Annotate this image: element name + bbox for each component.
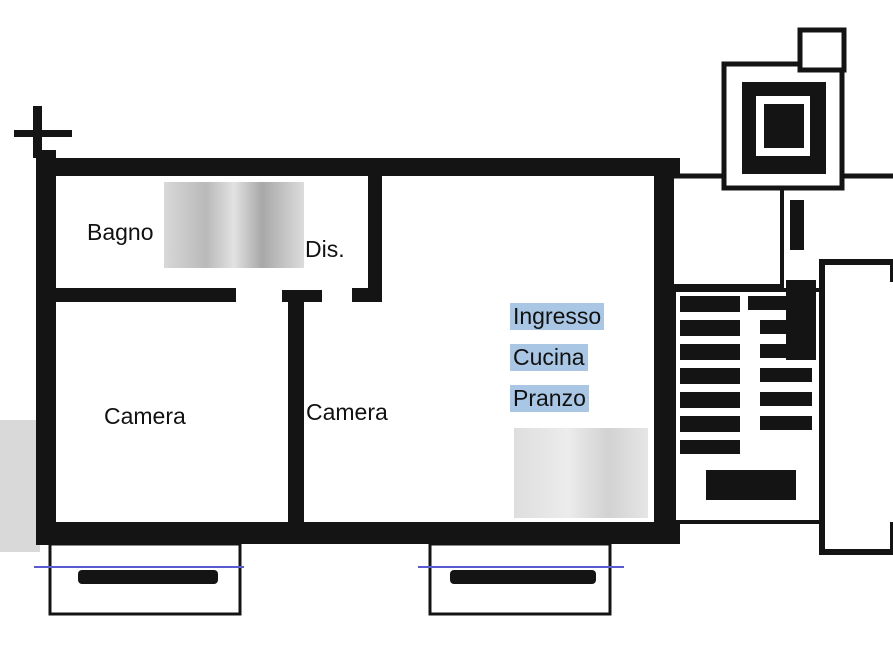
room-label-bagno: Bagno xyxy=(87,219,154,245)
room-label-pranzo-wrap: Pranzo xyxy=(510,385,589,412)
stairwell xyxy=(670,173,893,555)
room-label-ingresso: Ingresso xyxy=(510,303,605,330)
room-label-ingresso-wrap: Ingresso xyxy=(510,303,605,330)
room-label-camera-left: Camera xyxy=(104,403,186,429)
room-label-pranzo: Pranzo xyxy=(510,385,589,412)
bottom-wall xyxy=(40,522,680,544)
blurred-logo-patch xyxy=(164,182,304,268)
top-wall xyxy=(40,158,680,176)
dis-vertical-wall xyxy=(368,176,382,296)
right-wall xyxy=(654,170,674,540)
chimney xyxy=(721,27,847,191)
blurred-tag-patch xyxy=(514,428,648,518)
room-label-cucina: Cucina xyxy=(510,344,588,371)
room-label-camera-mid: Camera xyxy=(306,399,388,425)
room-label-dis: Dis. xyxy=(305,236,345,262)
bagno-bottom-wall xyxy=(56,288,236,302)
left-wall-cap xyxy=(14,130,72,137)
balconies xyxy=(34,542,624,616)
left-wall xyxy=(36,150,56,545)
walls xyxy=(14,106,680,545)
room-label-cucina-wrap: Cucina xyxy=(510,344,588,371)
left-grey-patch xyxy=(0,420,40,552)
camera-divider-wall xyxy=(288,298,304,524)
